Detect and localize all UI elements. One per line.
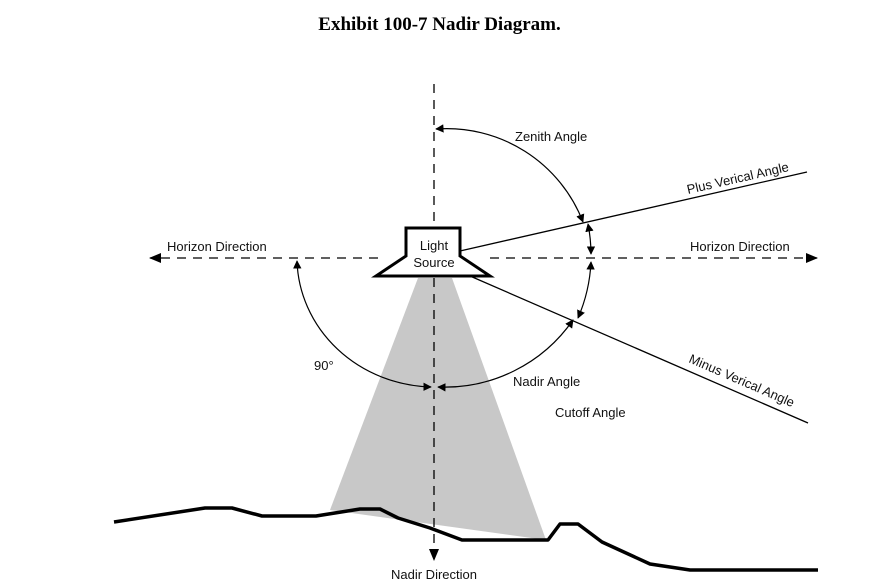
minus-vertical-angle-label: Minus Verical Angle (687, 351, 797, 410)
nadir-direction-label: Nadir Direction (391, 567, 477, 582)
diagram-title: Exhibit 100-7 Nadir Diagram. (318, 14, 561, 35)
plus-vertical-arc (585, 223, 596, 255)
light-source-label-line2: Source (413, 255, 454, 270)
nadir-angle-label: Nadir Angle (513, 374, 580, 389)
horizon-direction-right-label: Horizon Direction (690, 239, 790, 254)
minus-vertical-arc (577, 261, 595, 319)
ninety-degree-arc (293, 260, 432, 391)
cutoff-angle-label: Cutoff Angle (555, 405, 626, 420)
minus-vertical-ray (469, 275, 809, 424)
horizon-direction-left-label: Horizon Direction (167, 239, 267, 254)
zenith-angle-arc (435, 124, 585, 223)
light-source-label-line1: Light (420, 238, 449, 253)
plus-vertical-angle-label: Plus Verical Angle (685, 159, 790, 197)
nadir-angle-arc (437, 319, 574, 392)
plus-vertical-ray (459, 171, 808, 252)
light-source-fixture (371, 226, 495, 278)
ninety-degree-label: 90° (314, 358, 334, 373)
ground-profile (113, 506, 818, 572)
zenith-angle-label: Zenith Angle (515, 129, 587, 144)
light-cone (330, 278, 546, 540)
